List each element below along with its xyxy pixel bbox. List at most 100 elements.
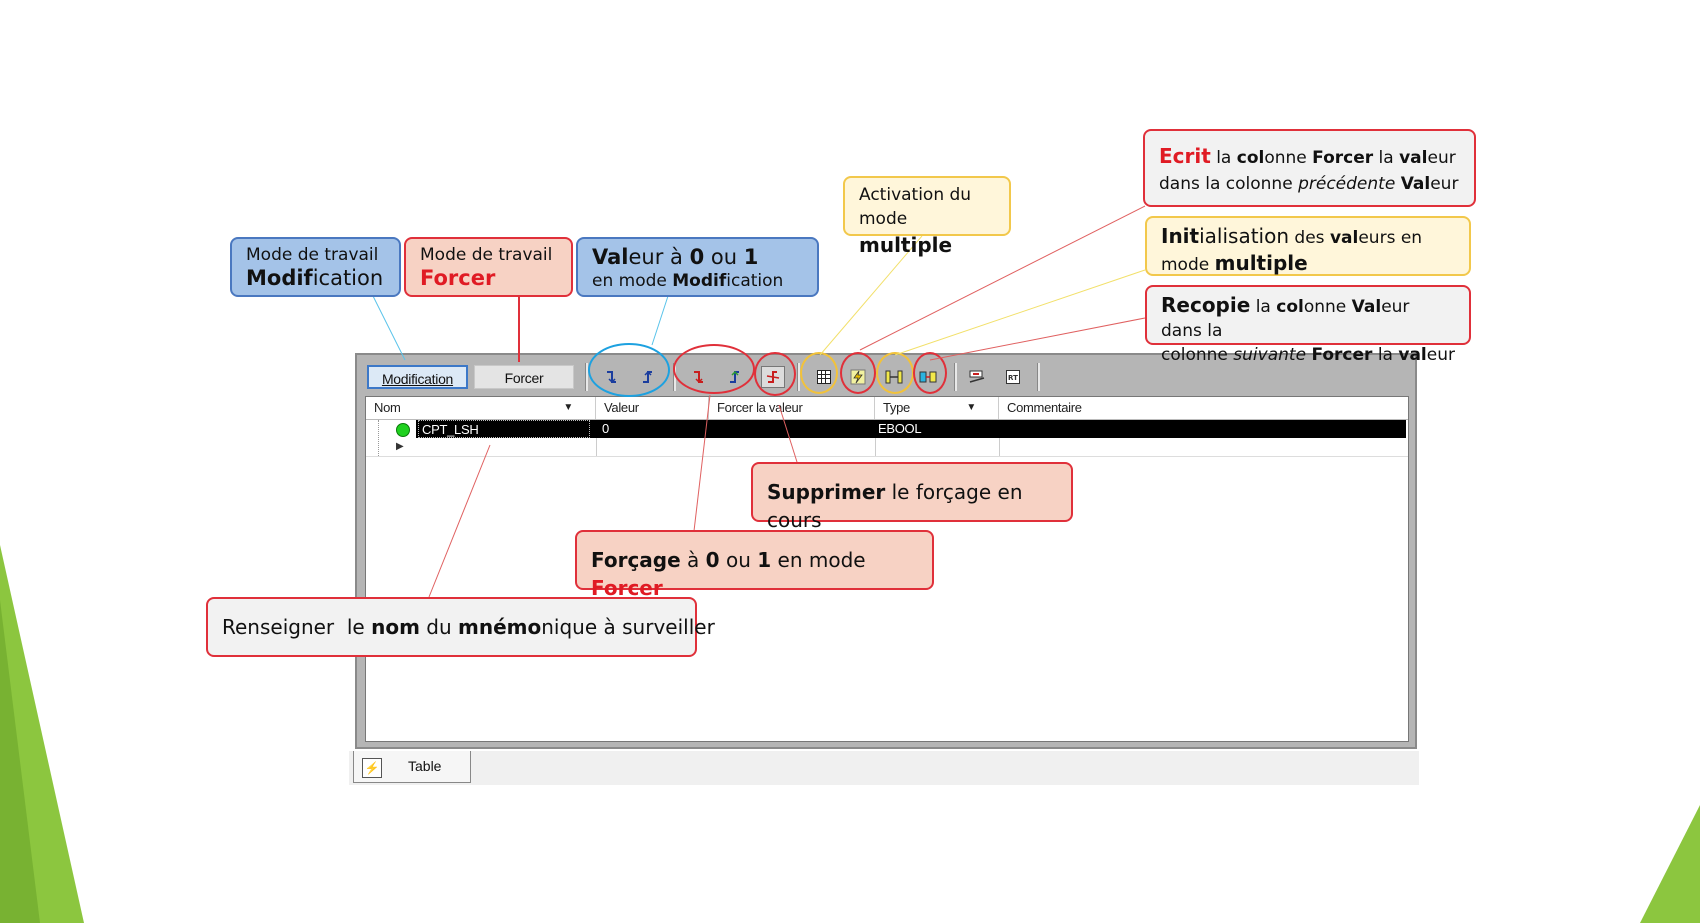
toolbar-separator: [1037, 363, 1040, 391]
callout-text: eurs en: [1358, 228, 1423, 248]
callout-valeur-modification: Valeur à 0 ou 1 en mode Modification: [576, 237, 819, 297]
callout-text: en mode: [592, 271, 673, 291]
column-header-type[interactable]: Type ▼: [875, 397, 999, 419]
callout-text: des: [1289, 228, 1330, 248]
callout-text: à: [680, 548, 706, 572]
callout-mode-modification: Mode de travail Modification: [230, 237, 401, 297]
callout-text: multiple: [1214, 251, 1308, 275]
callout-text: ication: [726, 271, 784, 291]
table-tab-icon: ⚡: [362, 758, 382, 778]
callout-text: onne: [1264, 148, 1313, 168]
highlight-ellipse-write: [840, 352, 876, 394]
callout-mode-forcer: Mode de travail Forcer: [404, 237, 573, 297]
cell-valeur[interactable]: 0: [602, 421, 609, 436]
col-divider: [875, 438, 876, 456]
callout-text: Forcer: [1312, 148, 1374, 168]
col-divider: [596, 438, 597, 456]
callout-supprimer-forcage: Supprimer le forçage en cours: [751, 462, 1073, 532]
callout-text: Ecrit: [1159, 144, 1211, 168]
callout-text: 0: [689, 245, 705, 269]
tab-table[interactable]: ⚡ Table: [353, 751, 471, 783]
column-header-commentaire[interactable]: Commentaire: [1007, 400, 1082, 415]
callout-text: Mode de travail: [246, 245, 379, 265]
callout-text: Forcer: [1311, 345, 1373, 365]
callout-text: eur à: [628, 245, 690, 269]
callout-text: col: [1236, 148, 1265, 168]
tree-line: [378, 420, 419, 456]
callout-text: Modif: [246, 266, 313, 290]
callout-text: suivante: [1233, 345, 1307, 365]
callout-text: 1: [743, 245, 759, 269]
callout-text: eur: [1427, 148, 1456, 168]
highlight-ellipse-multi: [800, 352, 838, 394]
callout-text: Forçage: [591, 548, 681, 572]
toolbar-separator: [585, 363, 588, 391]
highlight-ellipse-unforce: [754, 352, 796, 396]
callout-text: Val: [1400, 174, 1431, 194]
callout-text: Mode de travail: [420, 245, 553, 265]
callout-text: nique à surveiller: [541, 615, 715, 639]
callout-text: la: [1373, 148, 1400, 168]
decor-triangle-right: [1640, 805, 1700, 923]
callout-text: en mode: [771, 548, 866, 572]
callout-text: la: [1372, 345, 1399, 365]
callout-text: le forçage en cours: [767, 480, 1023, 532]
rt-icon[interactable]: RT: [1001, 366, 1025, 388]
callout-recopie: Recopie la colonne Valeur dans la colonn…: [1145, 285, 1471, 365]
toolbar: Modification Forcer: [357, 355, 1415, 391]
callout-text: 0: [705, 548, 720, 572]
toolbar-separator: [954, 363, 957, 391]
new-row-arrow-icon[interactable]: ▶: [396, 441, 404, 452]
callout-text: la: [1250, 297, 1277, 317]
callout-text: Forcer: [591, 576, 663, 600]
callout-text: ication: [312, 266, 384, 290]
callout-text: du: [419, 615, 459, 639]
toolbar-separator: [797, 363, 800, 391]
callout-ecrit: Ecrit la colonne Forcer la valeur dans l…: [1143, 129, 1476, 207]
callout-text: colonne: [1161, 345, 1234, 365]
dropdown-arrow-icon[interactable]: ▼: [966, 402, 976, 413]
callout-text: ou: [704, 245, 744, 269]
callout-text: Init: [1161, 224, 1200, 248]
forcer-button[interactable]: Forcer: [474, 365, 574, 389]
callout-text: Modif: [672, 271, 727, 291]
callout-text: eur: [1426, 345, 1455, 365]
cell-type[interactable]: EBOOL: [878, 421, 922, 436]
table-row[interactable]: [416, 420, 1406, 438]
callout-text: val: [1399, 148, 1428, 168]
callout-text: col: [1276, 297, 1304, 317]
callout-text: eur dans la: [1161, 297, 1410, 341]
callout-text: onne: [1303, 297, 1352, 317]
svg-text:RT: RT: [1008, 374, 1018, 382]
col-divider: [999, 438, 1000, 456]
row-divider: [366, 456, 1408, 457]
callout-text: Supprimer: [767, 480, 886, 504]
callout-text: Val: [592, 245, 629, 269]
callout-text: Forcer: [420, 266, 496, 290]
callout-text: val: [1329, 228, 1359, 248]
tab-bar: ⚡ Table: [349, 751, 1419, 785]
callout-text: Val: [1351, 297, 1382, 317]
callout-text: Activation du: [859, 185, 972, 205]
callout-text: multiple: [859, 233, 953, 257]
callout-text: Recopie: [1161, 293, 1251, 317]
header-divider: [366, 419, 1408, 420]
callout-text: ou: [719, 548, 758, 572]
callout-text: 1: [757, 548, 772, 572]
modification-button[interactable]: Modification: [367, 365, 468, 389]
display-format-icon[interactable]: [965, 366, 989, 388]
callout-text: eur: [1430, 174, 1459, 194]
callout-text: la: [1210, 148, 1237, 168]
decor-triangle-left-dark: [0, 600, 40, 923]
callout-initialisation: Initialisation des valeurs en mode multi…: [1145, 216, 1471, 276]
dropdown-arrow-icon[interactable]: ▼: [563, 402, 573, 413]
column-header-nom[interactable]: Nom ▼: [366, 397, 596, 419]
highlight-ellipse-copy: [913, 352, 947, 394]
cell-nom[interactable]: CPT_LSH: [418, 420, 590, 438]
callout-text: précédente: [1298, 174, 1396, 194]
callout-forcage: Forçage à 0 ou 1 en mode Forcer: [575, 530, 934, 600]
callout-renseigner: Renseigner le nom du mnémonique à survei…: [206, 597, 715, 657]
callout-text: Renseigner le: [222, 615, 372, 639]
callout-text: mnémo: [458, 615, 542, 639]
callout-text: dans la colonne: [1159, 174, 1299, 194]
